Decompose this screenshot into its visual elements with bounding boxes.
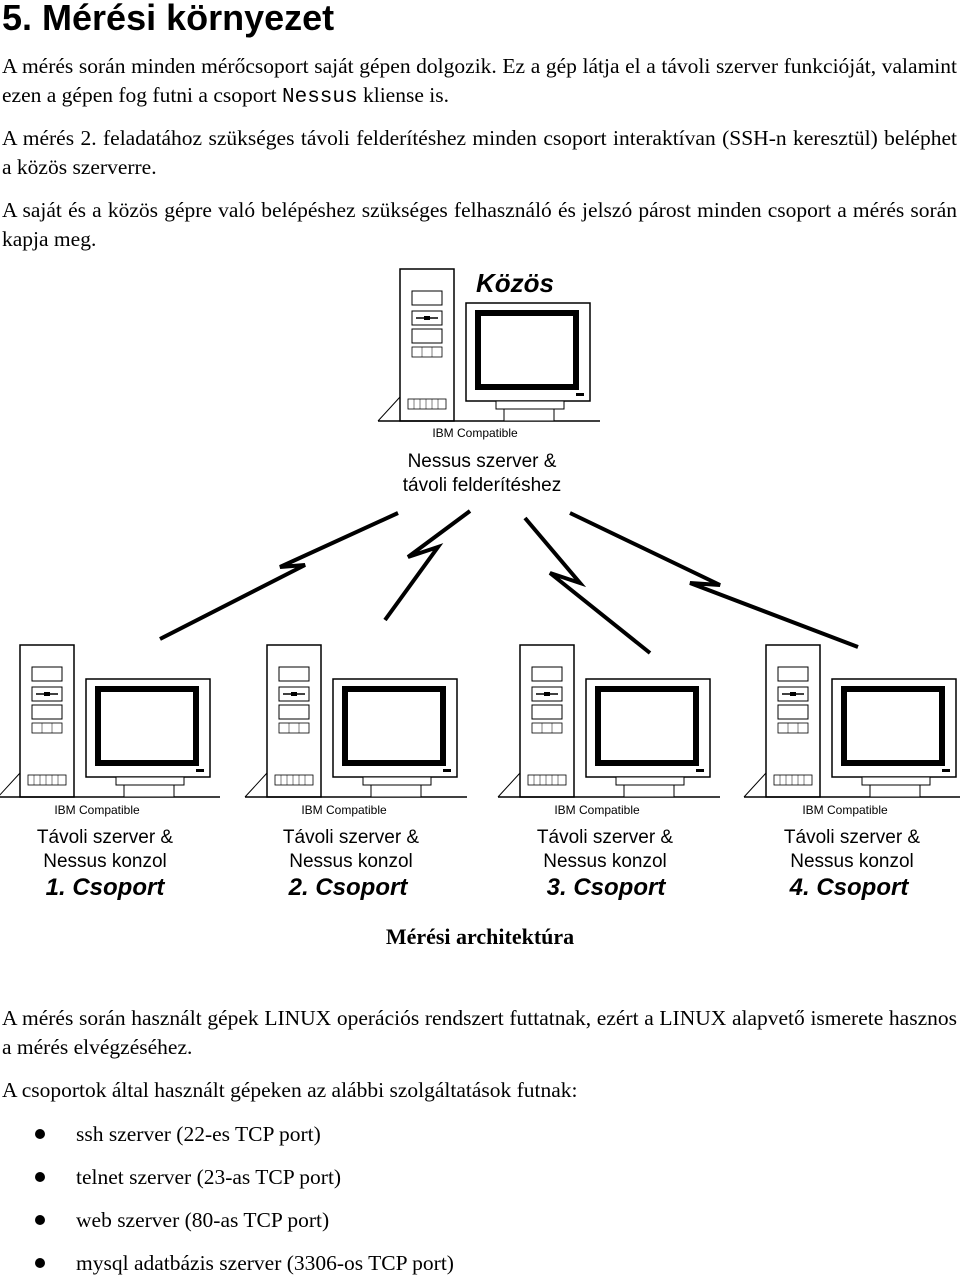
linux-paragraph: A mérés során használt gépek LINUX operá… xyxy=(2,1006,957,1059)
server-role-line2: távoli felderítéshez xyxy=(402,475,562,496)
client-3-ibm-label: IBM Compatible xyxy=(554,803,640,817)
service-label: mysql adatbázis szerver (3306-os TCP por… xyxy=(76,1251,454,1275)
services-intro: A csoportok által használt gépeken az al… xyxy=(2,1078,578,1102)
client-4-role-line1: Távoli szerver & xyxy=(783,827,921,848)
client-1-role-line1: Távoli szerver & xyxy=(36,827,174,848)
section-heading: 5. Mérési környezet xyxy=(2,0,335,38)
client-2-group: 2. Csoport xyxy=(288,874,408,901)
bullet-icon xyxy=(35,1258,45,1268)
credentials-paragraph: A saját és a közös gépre való belépéshez… xyxy=(2,198,957,251)
service-label: ssh szerver (22-es TCP port) xyxy=(76,1122,321,1146)
bullet-icon xyxy=(35,1215,45,1225)
server-title: Közös xyxy=(476,268,554,298)
client-2-role-line1: Távoli szerver & xyxy=(282,827,420,848)
nessus-code: Nessus xyxy=(281,86,358,109)
server-role-line1: Nessus szerver & xyxy=(407,451,557,472)
link-group-1 xyxy=(159,511,399,641)
link-group-3 xyxy=(523,516,652,655)
client-2-role-line2: Nessus konzol xyxy=(289,851,413,872)
client-3-role-line1: Távoli szerver & xyxy=(536,827,674,848)
intro-text-start: A mérés során minden mérőcsoport saját g… xyxy=(2,54,957,107)
link-group-4 xyxy=(569,511,859,649)
bullet-icon xyxy=(35,1129,45,1139)
list-item: mysql adatbázis szerver (3306-os TCP por… xyxy=(0,1245,454,1288)
link-group-2 xyxy=(383,509,472,622)
list-item: web szerver (80-as TCP port) xyxy=(0,1202,454,1245)
intro-paragraph: A mérés során minden mérőcsoport saját g… xyxy=(2,52,957,112)
service-label: telnet szerver (23-as TCP port) xyxy=(76,1165,342,1189)
intro-text-end: kliense is. xyxy=(357,83,449,107)
ssh-paragraph: A mérés 2. feladatához szükséges távoli … xyxy=(2,126,957,179)
figure-caption: Mérési architektúra xyxy=(385,924,575,949)
client-4-group: 4. Csoport xyxy=(789,874,909,901)
list-item: ssh szerver (22-es TCP port) xyxy=(0,1116,454,1159)
client-2-ibm-label: IBM Compatible xyxy=(301,803,387,817)
client-1-ibm-label: IBM Compatible xyxy=(54,803,140,817)
services-list: ssh szerver (22-es TCP port) telnet szer… xyxy=(0,1116,454,1288)
service-label: web szerver (80-as TCP port) xyxy=(76,1208,330,1232)
client-1-group: 1. Csoport xyxy=(45,874,165,901)
client-1-role-line2: Nessus konzol xyxy=(43,851,167,872)
client-4-role-line2: Nessus konzol xyxy=(790,851,914,872)
client-3-role-line2: Nessus konzol xyxy=(543,851,667,872)
architecture-diagram xyxy=(0,255,960,815)
list-item: telnet szerver (23-as TCP port) xyxy=(0,1159,454,1202)
server-ibm-label: IBM Compatible xyxy=(432,426,518,440)
client-4-ibm-label: IBM Compatible xyxy=(802,803,888,817)
bullet-icon xyxy=(35,1172,45,1182)
client-3-group: 3. Csoport xyxy=(546,874,666,901)
